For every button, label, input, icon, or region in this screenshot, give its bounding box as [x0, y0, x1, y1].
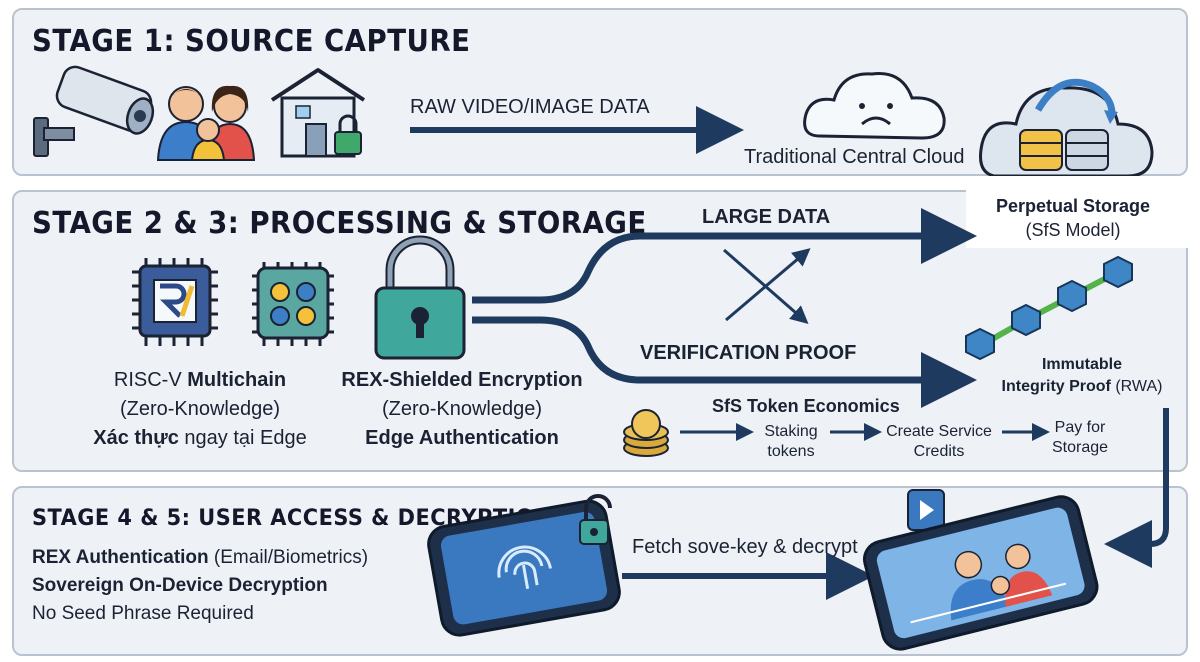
token-step-staking-line1: Staking — [764, 423, 818, 440]
token-step-pay: Pay for Storage — [1040, 418, 1120, 458]
unlock-icon — [579, 494, 612, 545]
token-step-credits-line2: Credits — [913, 443, 965, 460]
database-cloud-icon — [979, 78, 1154, 178]
stage-2-3-title: STAGE 2 & 3: PROCESSING & STORAGE — [32, 206, 647, 241]
rex-auth-label: REX Authentication — [32, 547, 209, 568]
encryption-line1: REX-Shielded Encryption — [341, 369, 583, 391]
locked-house-icon — [270, 68, 366, 158]
risc-v-line3b: ngay tại Edge — [178, 427, 307, 449]
sad-cloud-icon — [803, 72, 946, 140]
large-data-label: LARGE DATA — [702, 206, 831, 228]
integrity-line2b: (RWA) — [1110, 378, 1163, 395]
integrity-proof-label: Immutable Integrity Proof (RWA) — [982, 354, 1182, 398]
token-step-staking: Staking tokens — [750, 422, 832, 462]
risc-v-line1a: RISC-V — [113, 369, 188, 391]
verification-proof-label: VERIFICATION PROOF — [640, 342, 857, 364]
encryption-line3: Edge Authentication — [365, 427, 559, 449]
token-step-credits: Create Service Credits — [874, 422, 1004, 462]
verification-proof-arrow — [472, 316, 977, 408]
rex-auth-detail: (Email/Biometrics) — [208, 547, 369, 568]
risc-v-line1b: Multichain — [187, 369, 287, 391]
token-step-pay-line1: Pay for — [1054, 419, 1106, 436]
access-details: REX Authentication (Email/Biometrics) So… — [32, 544, 368, 628]
encryption-label: REX-Shielded Encryption (Zero-Knowledge)… — [338, 366, 586, 453]
storage-label-backdrop — [966, 176, 1188, 248]
neural-chip-icon — [252, 262, 334, 346]
fingerprint-phone-icon — [427, 499, 621, 637]
fetch-decrypt-label: Fetch sove-key & decrypt — [632, 536, 858, 558]
security-camera-icon — [33, 65, 155, 157]
risc-v-line3a: Xác thực — [93, 427, 179, 449]
cross-arrow-down — [723, 248, 809, 324]
coins-icon — [623, 409, 669, 457]
perpetual-storage-subtitle: (SfS Model) — [1025, 220, 1121, 240]
stage-2-3-panel: STAGE 2 & 3: PROCESSING & STORAGE — [12, 190, 1188, 472]
token-step-staking-line2: tokens — [767, 443, 815, 460]
encryption-line2: (Zero-Knowledge) — [381, 398, 543, 420]
perpetual-storage-label: Perpetual Storage (SfS Model) — [968, 196, 1178, 241]
risc-v-label: RISC-V Multichain (Zero-Knowledge) Xác t… — [66, 366, 334, 453]
no-seed-label: No Seed Phrase Required — [32, 603, 254, 624]
raw-data-label: RAW VIDEO/IMAGE DATA — [410, 96, 650, 118]
family-video-phone-icon — [863, 495, 1099, 651]
blockchain-icon — [965, 255, 1133, 361]
perpetual-storage-title: Perpetual Storage — [995, 196, 1151, 216]
stage-1-title: STAGE 1: SOURCE CAPTURE — [32, 24, 471, 59]
cross-arrow-up — [725, 248, 811, 322]
padlock-icon — [374, 235, 466, 360]
risc-v-chip-icon — [132, 258, 218, 346]
central-cloud-label: Traditional Central Cloud — [744, 146, 965, 168]
family-icon — [156, 85, 256, 161]
large-data-arrow — [472, 208, 977, 304]
video-play-icon — [907, 489, 945, 531]
delivery-arrow — [1104, 408, 1169, 568]
sovereign-decryption-label: Sovereign On-Device Decryption — [32, 575, 328, 596]
risc-v-line2: (Zero-Knowledge) — [119, 398, 281, 420]
token-step-credits-line1: Create Service — [886, 423, 992, 440]
integrity-line2a: Integrity Proof — [1001, 378, 1111, 395]
integrity-line1: Immutable — [1041, 356, 1122, 373]
token-step-pay-line2: Storage — [1051, 439, 1109, 456]
token-economics-title: SfS Token Economics — [712, 396, 900, 416]
